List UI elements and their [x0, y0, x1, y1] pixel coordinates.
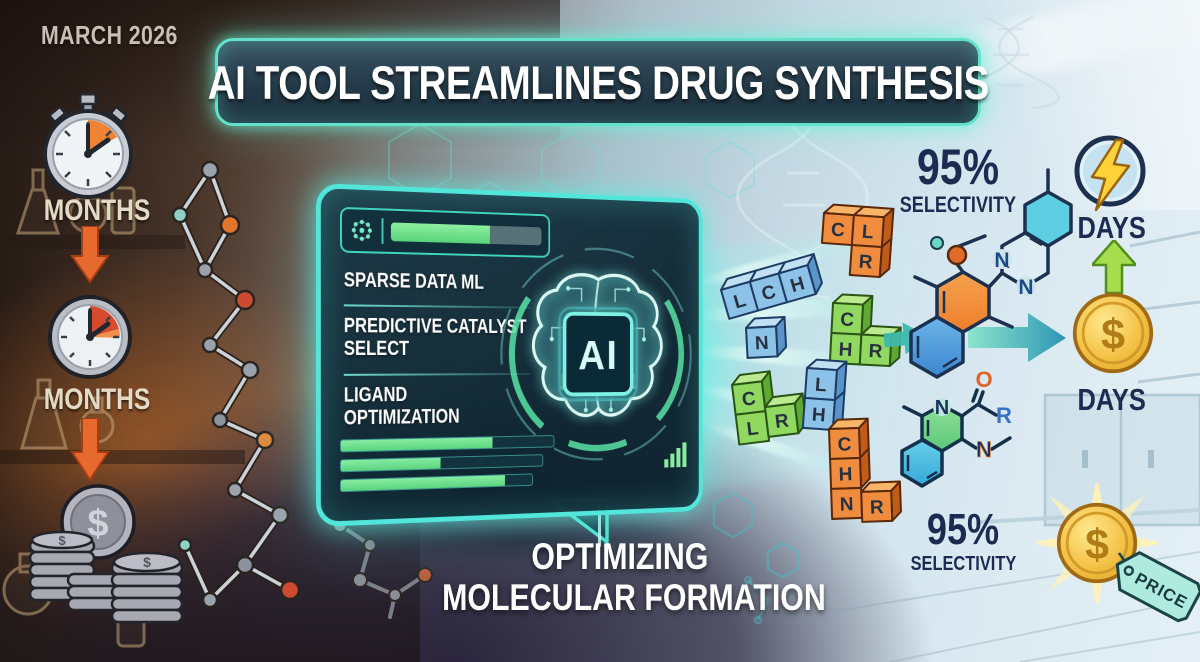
block-letter: L: [746, 418, 760, 440]
selectivity-label: SELECTIVITY: [899, 192, 1017, 217]
selectivity-top: 95% SELECTIVITY: [878, 142, 1038, 216]
selectivity-label: SELECTIVITY: [910, 553, 1016, 575]
atom-label-n: N: [994, 249, 1009, 272]
date-label: MARCH 2026: [26, 20, 193, 51]
block-letter: C: [840, 309, 855, 331]
caption-line2: MOLECULAR FORMATION: [442, 577, 826, 619]
gold-coin-icon: $: [1056, 502, 1138, 584]
progress-fill: [390, 221, 491, 244]
atom-label-r: R: [996, 403, 1012, 428]
block-letter: L: [861, 222, 874, 244]
panel-top-bar: [340, 206, 551, 258]
timeline-stage2-label: MONTHS: [43, 383, 151, 416]
block-letter: H: [838, 339, 853, 361]
lightning-icon: [1074, 135, 1146, 212]
block-letter: R: [858, 252, 873, 274]
block-chr-green: C H R: [828, 293, 902, 368]
ai-brain-graphic: AI: [498, 211, 694, 498]
currency-symbol: $: [87, 503, 108, 545]
bottom-caption: OPTIMIZING MOLECULAR FORMATION: [400, 536, 840, 619]
block-letter: R: [774, 410, 790, 433]
block-letter: R: [868, 341, 883, 363]
molecule-structure-quinazoline: N N: [909, 168, 1073, 379]
atom-label-n: N: [935, 397, 949, 419]
ai-screen-panel: SPARSE DATA ML PREDICTIVE CATALYST SELEC…: [316, 183, 703, 527]
lab-furniture: [830, 230, 1200, 662]
days-top-label: DAYS: [1077, 210, 1147, 245]
block-letter: H: [788, 273, 807, 297]
price-tag: PRICE: [1115, 551, 1200, 623]
gold-coin-icon: $: [1072, 292, 1154, 374]
money-coins-icon: $ $ $: [28, 484, 184, 624]
bar-chart-icon: [664, 442, 687, 468]
block-clr-orange: C L R: [820, 203, 895, 279]
block-letter: H: [811, 404, 826, 426]
date-text: MARCH 2026: [41, 20, 178, 50]
connector-line: [598, 502, 601, 547]
caption-line1: OPTIMIZING: [531, 536, 709, 577]
molecule-icon: [351, 217, 375, 243]
atom-label-o: O: [975, 367, 992, 392]
down-arrow-icon: [70, 226, 110, 284]
atom-label-n: N: [1018, 276, 1033, 299]
stopwatch-icon: [43, 92, 133, 199]
molecule-structure-amide: N O R N: [900, 367, 1012, 488]
block-letter: L: [814, 375, 827, 397]
big-right-arrow: [968, 313, 1066, 362]
selectivity-value: 95%: [916, 139, 1000, 195]
clock-icon: [48, 295, 132, 379]
up-arrow-icon: [1092, 240, 1136, 294]
currency-symbol: $: [58, 533, 66, 548]
page-title: AI TOOL STREAMLINES DRUG SYNTHESIS: [207, 55, 989, 109]
days-bottom-label: DAYS: [1077, 382, 1147, 417]
down-arrow-icon: [70, 418, 110, 482]
title-banner: AI TOOL STREAMLINES DRUG SYNTHESIS: [207, 38, 989, 126]
block-n: N: [745, 315, 788, 359]
block-lch: L C H: [720, 253, 823, 320]
block-lh-blue: L H: [801, 358, 848, 431]
chemistry-sketch: [712, 491, 800, 625]
divider: [381, 218, 384, 244]
block-letter: C: [837, 434, 852, 455]
ai-chip-label: AI: [578, 333, 618, 379]
coin-symbol: $: [1085, 521, 1109, 569]
block-letter: C: [759, 281, 778, 305]
selectivity-value: 95%: [926, 505, 1000, 554]
selectivity-bottom: 95% SELECTIVITY: [888, 505, 1038, 575]
block-clr-green: C L R: [731, 370, 808, 446]
block-letter: R: [870, 497, 885, 518]
block-letter: N: [839, 494, 853, 515]
block-letter: C: [830, 220, 845, 242]
molecule-art: [171, 160, 301, 609]
block-chnr-orange: C H N R: [828, 417, 902, 523]
block-letter: C: [741, 388, 757, 411]
block-letter: H: [838, 464, 852, 485]
atom-label-n: N: [976, 437, 992, 462]
coin-symbol: $: [1101, 311, 1125, 359]
timeline-stage1-label: MONTHS: [43, 194, 151, 227]
currency-symbol: $: [143, 554, 151, 570]
reagent-blocks: .bF{fill:#8cc2e8}.bT{fill:#c2e0f4}.bS{fi…: [720, 203, 902, 523]
block-letter: N: [754, 333, 769, 355]
